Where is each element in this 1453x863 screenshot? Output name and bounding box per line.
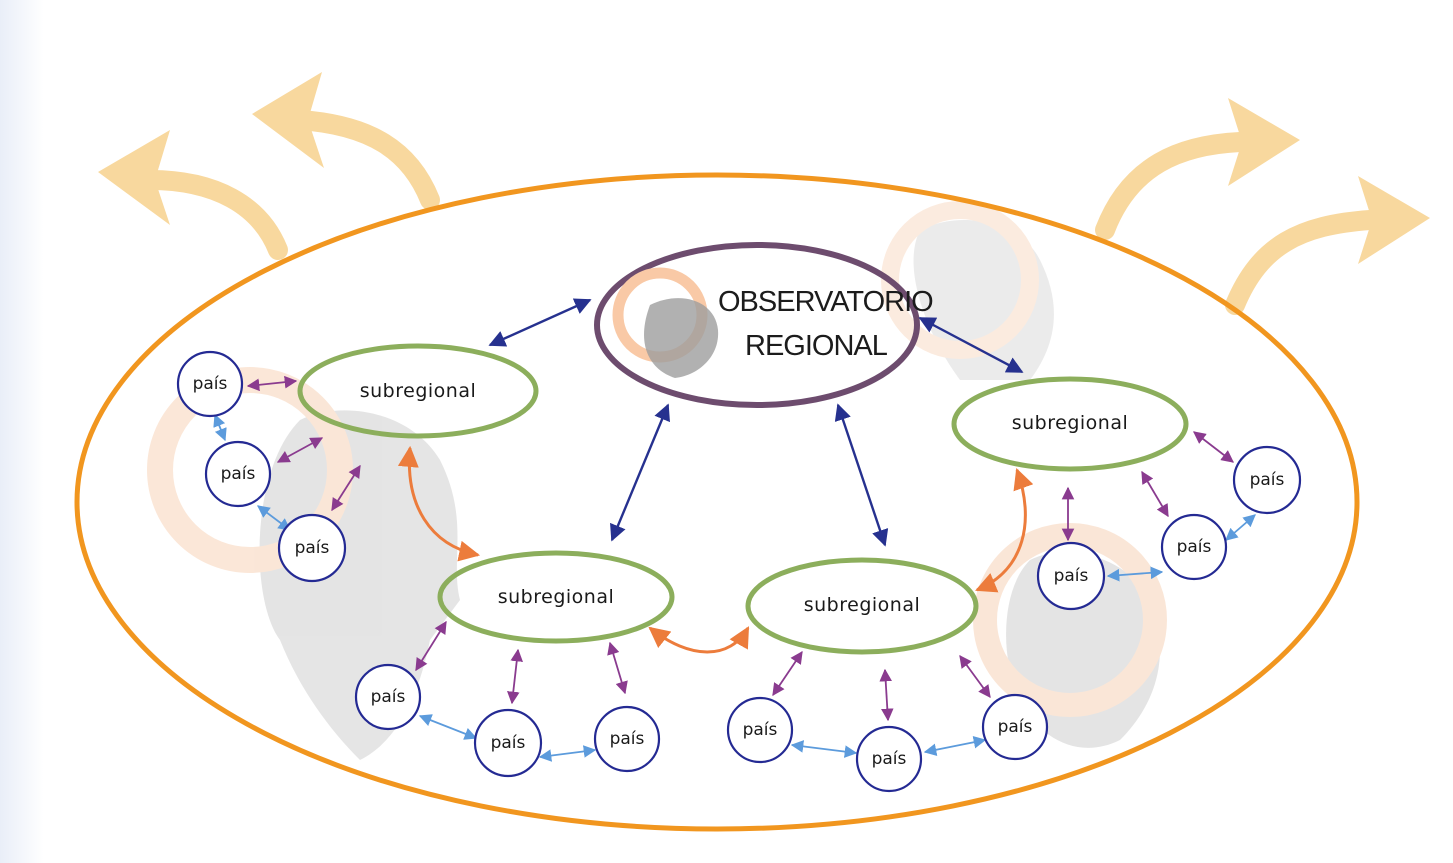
country-label: país: [371, 687, 406, 707]
link-obs-south-east: [834, 403, 889, 547]
country-node: país: [473, 708, 543, 778]
country-label: país: [221, 464, 256, 484]
expansion-arrow-left-2: [252, 72, 440, 210]
country-label: país: [295, 538, 330, 558]
subregional-label: subregional: [498, 586, 615, 608]
country-label: país: [1250, 470, 1285, 490]
country-node: país: [855, 725, 923, 793]
country-label: país: [998, 717, 1033, 737]
head-silhouette-icon: [644, 298, 719, 378]
observatory-title-line1: OBSERVATORIO: [718, 286, 933, 318]
country-node: país: [176, 350, 244, 418]
country-label: país: [1054, 566, 1089, 586]
observatory-node: OBSERVATORIO REGIONAL: [594, 242, 934, 408]
observatory-title-line2: REGIONAL: [745, 330, 888, 362]
subregional-node-south-west: subregional: [437, 550, 675, 644]
observatory-ring: [594, 242, 920, 408]
country-label: país: [491, 733, 526, 753]
link-obs-west: [488, 298, 592, 347]
expansion-arrow-right-1: [1095, 98, 1300, 240]
expansion-arrows: [98, 72, 1430, 315]
country-node: país: [726, 696, 794, 764]
expansion-arrow-left-1: [98, 130, 288, 260]
subregional-country-links: [246, 375, 1234, 722]
observatory-links: [488, 298, 1024, 547]
country-label: país: [1177, 537, 1212, 557]
country-nodes: país país país país país país país país: [176, 350, 1302, 793]
subregional-node-west: subregional: [297, 343, 539, 439]
expansion-arrow-right-2: [1225, 176, 1430, 315]
subregional-label: subregional: [360, 380, 477, 402]
link-obs-south-west: [610, 403, 670, 542]
country-node: país: [1232, 445, 1302, 515]
country-node: país: [1036, 541, 1106, 611]
country-label: país: [743, 720, 778, 740]
country-node: país: [277, 513, 347, 583]
country-label: país: [193, 374, 228, 394]
subregional-node-south-east: subregional: [745, 557, 979, 655]
country-label: país: [872, 749, 907, 769]
subregional-node-east: subregional: [951, 376, 1189, 472]
country-country-links: [213, 413, 1256, 762]
country-node: país: [204, 440, 272, 508]
subregional-links: [397, 445, 1034, 654]
subregional-label: subregional: [1012, 412, 1129, 434]
country-node: país: [1160, 513, 1228, 581]
link-obs-east: [918, 316, 1024, 374]
link-sub-west-southwest: [397, 445, 481, 562]
country-node: país: [354, 663, 422, 731]
regional-boundary-ellipse: [74, 172, 1360, 832]
subregional-label: subregional: [804, 594, 921, 616]
link-sub-east-southeast: [975, 468, 1034, 593]
country-label: país: [610, 729, 645, 749]
country-node: país: [981, 693, 1049, 761]
country-node: país: [593, 705, 661, 773]
link-sub-southwest-southeast: [648, 626, 750, 654]
